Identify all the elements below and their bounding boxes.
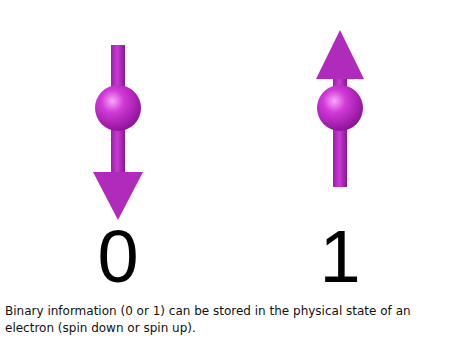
bit-label: 0 bbox=[68, 220, 168, 294]
arrow-head bbox=[316, 30, 364, 79]
figure-caption: Binary information (0 or 1) can be store… bbox=[5, 303, 448, 337]
electron-sphere bbox=[95, 85, 141, 131]
arrow-head bbox=[93, 172, 143, 220]
spin-down-electron bbox=[93, 45, 143, 220]
spin-up-electron bbox=[316, 30, 364, 187]
electron-sphere bbox=[317, 85, 363, 131]
bit-label: 1 bbox=[290, 220, 390, 294]
